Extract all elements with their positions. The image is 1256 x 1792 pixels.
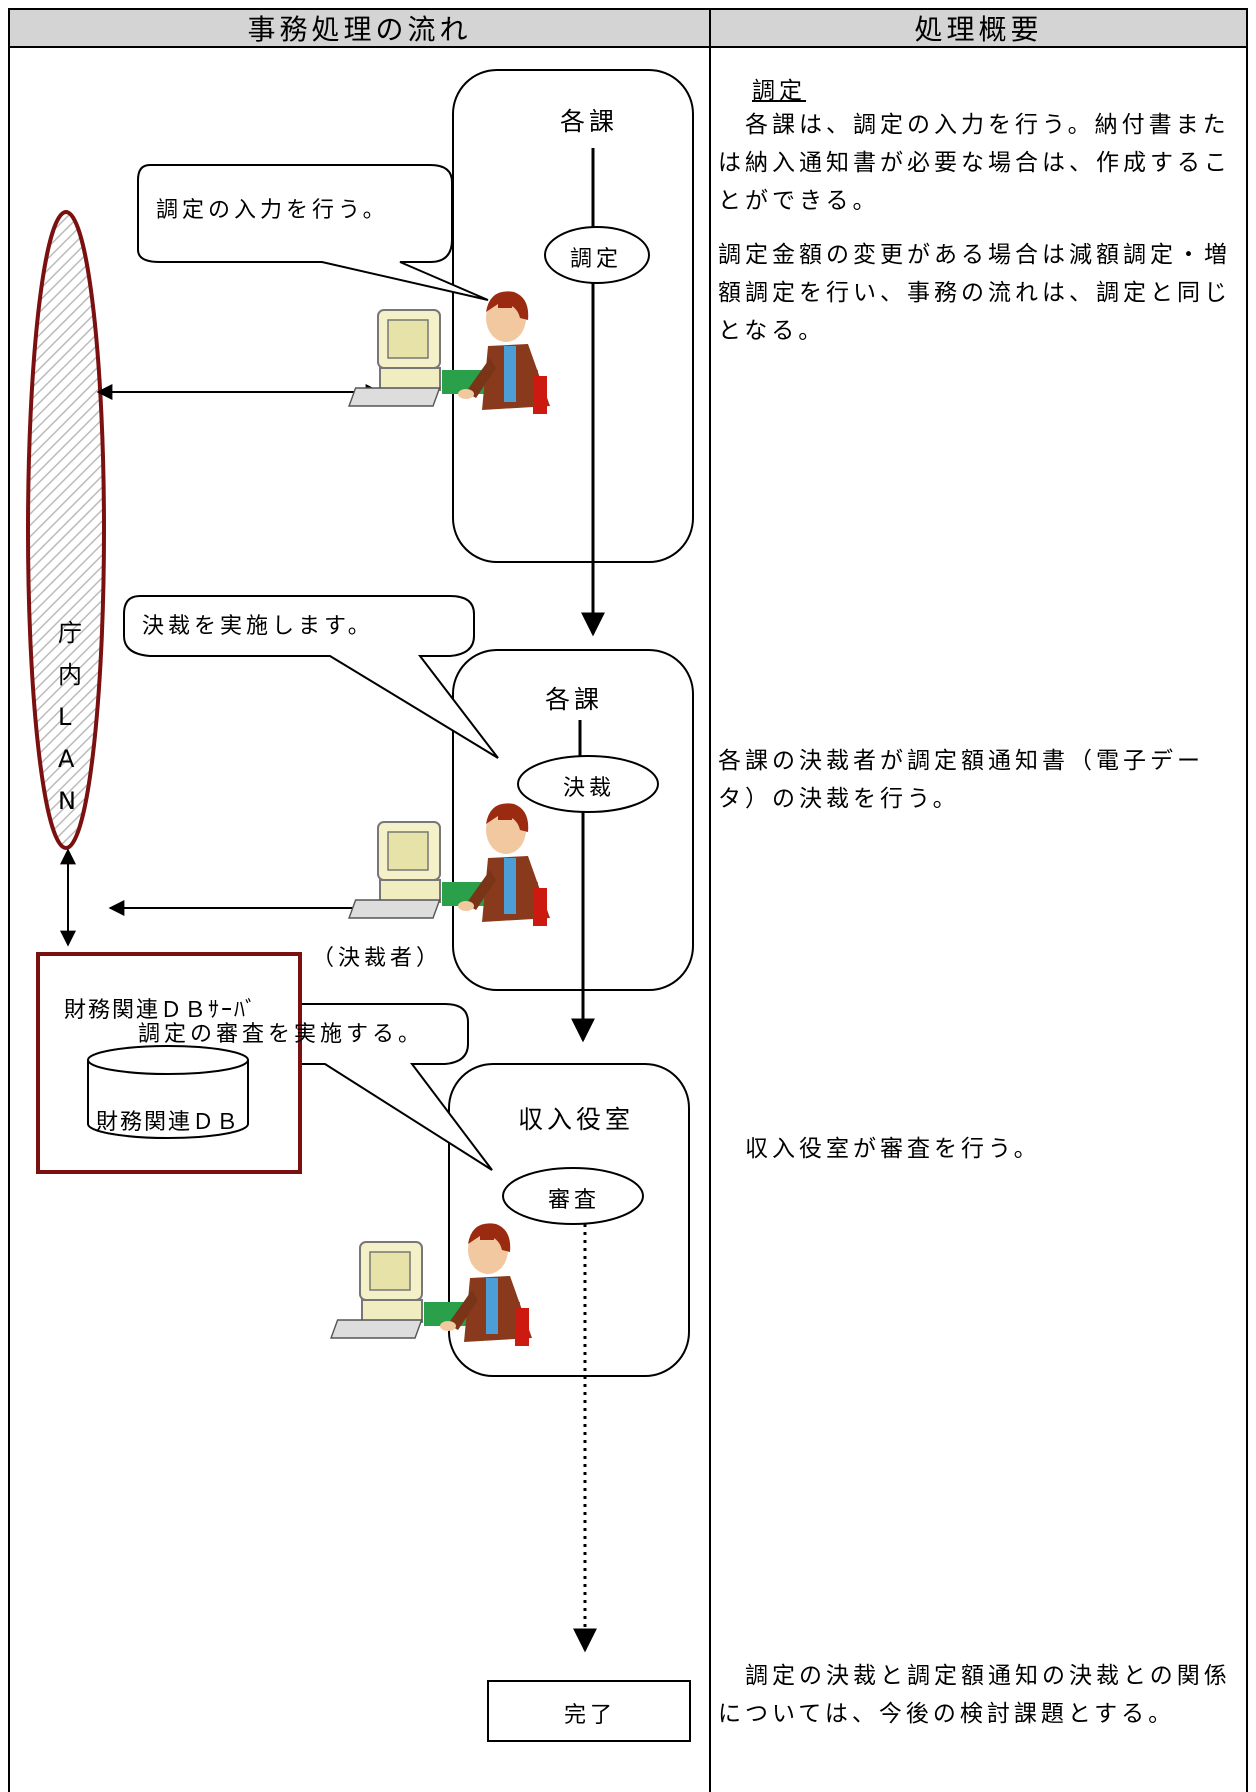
lane-title-2: 各課 — [545, 685, 604, 714]
desc-1-body: 各課は、調定の入力を行う。納付書または納入通知書が必要な場合は、作成することがで… — [718, 112, 1231, 214]
db-label: 財務関連ＤＢ — [96, 1110, 241, 1135]
step-label-3: 審査 — [548, 1188, 601, 1213]
db-server-title: 財務関連ＤＢｻｰﾊﾞ — [64, 998, 259, 1023]
table-frame — [8, 46, 1248, 1792]
lane-box-1 — [452, 69, 694, 563]
actor-label: （決裁者） — [312, 946, 443, 971]
lan-char: N — [58, 787, 76, 815]
bubble-text-1: 調定の入力を行う。 — [156, 198, 389, 223]
column-divider — [709, 46, 711, 1792]
desc-5: 調定の決裁と調定額通知の決裁との関係については、今後の検討課題とする。 — [718, 1663, 1231, 1727]
desc-4: 収入役室が審査を行う。 — [718, 1136, 1041, 1162]
lane-title-1: 各課 — [560, 107, 619, 136]
lan-ellipse — [26, 210, 106, 850]
step-ellipse-1 — [544, 226, 650, 284]
step-label-2: 決裁 — [563, 776, 616, 801]
bubble-text-2: 決裁を実施します。 — [142, 614, 374, 639]
bubble-1 — [137, 164, 489, 301]
header-flow: 事務処理の流れ — [8, 8, 711, 48]
lane-box-2 — [452, 649, 694, 991]
step-ellipse-3 — [502, 1167, 644, 1225]
desc-3: 各課の決裁者が調定額通知書（電子データ）の決裁を行う。 — [718, 748, 1204, 812]
bubble-2 — [123, 595, 499, 759]
desc-2: 調定金額の変更がある場合は減額調定・増額調定を行い、事務の流れは、調定と同じとな… — [718, 242, 1231, 344]
person-computer-icon-3 — [330, 1222, 533, 1347]
person-computer-icon-2 — [348, 802, 551, 927]
lan-label: 庁 内 L A N — [58, 612, 82, 822]
lan-char: L — [58, 703, 72, 731]
header-flow-title: 事務処理の流れ — [247, 13, 472, 46]
person-computer-icon-1 — [348, 290, 551, 415]
lane-box-3 — [448, 1063, 690, 1377]
lan-char: A — [58, 745, 75, 773]
step-ellipse-2 — [517, 755, 659, 813]
header-summary-title: 処理概要 — [914, 13, 1043, 46]
end-box — [487, 1680, 691, 1742]
desc-1-heading: 調定 — [752, 78, 806, 104]
lane-title-3: 収入役室 — [518, 1105, 635, 1134]
header-summary: 処理概要 — [709, 8, 1248, 48]
lan-char: 庁 — [58, 619, 82, 647]
step-label-1: 調定 — [570, 247, 623, 272]
bubble-text-3: 調定の審査を実施する。 — [138, 1022, 425, 1047]
desc-1: 調定 各課は、調定の入力を行う。納付書または納入通知書が必要な場合は、作成するこ… — [718, 76, 1240, 220]
lan-char: 内 — [58, 661, 82, 689]
end-label: 完了 — [564, 1703, 617, 1728]
db-cylinder — [87, 1045, 249, 1139]
